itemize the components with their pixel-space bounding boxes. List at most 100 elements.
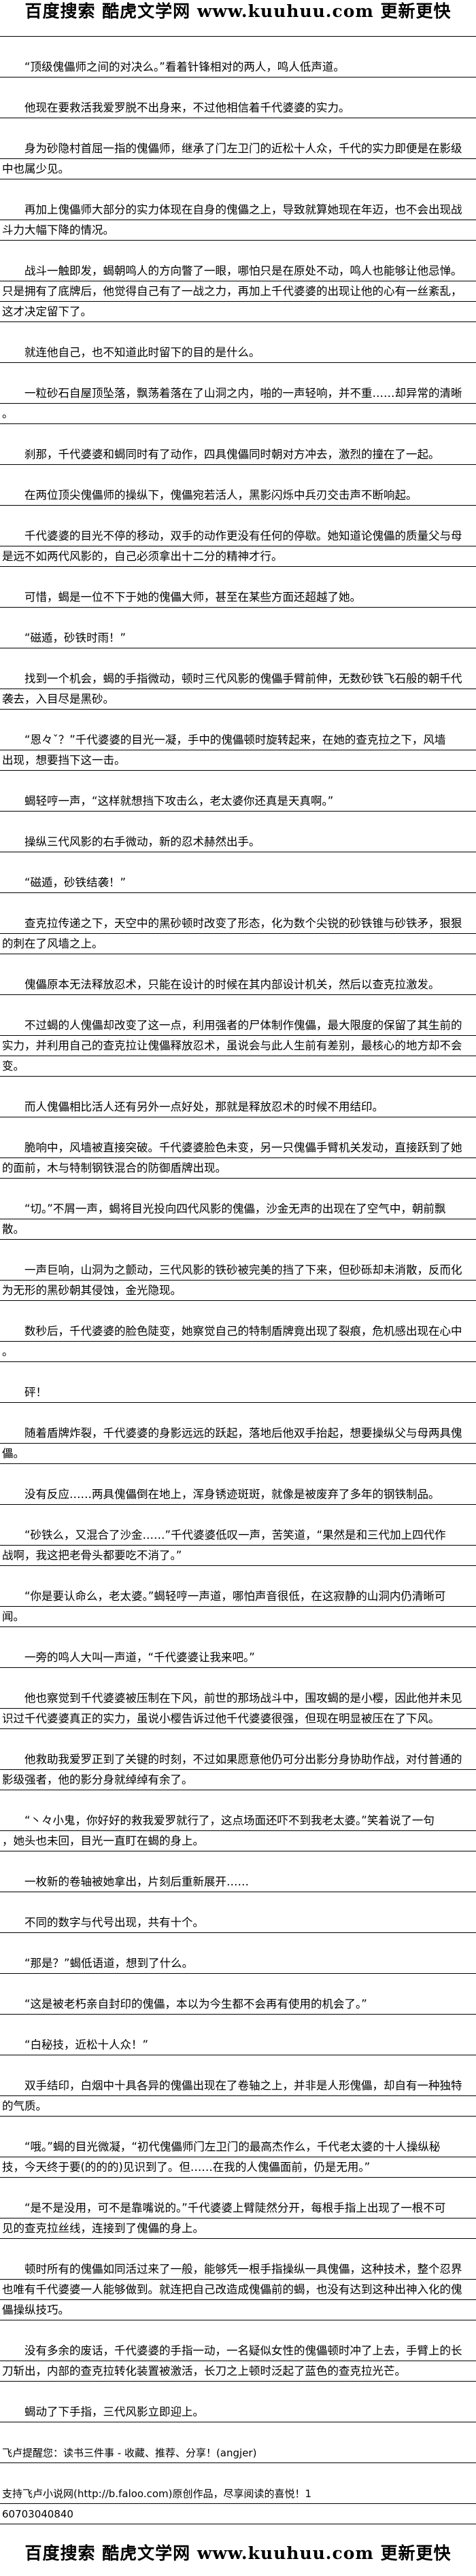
site-banner-top: 百度搜索 酷虎文学网 www.kuuhuu.com 更新更快	[0, 0, 476, 37]
text-line: “丶々小鬼，你好好的救我爱罗就行了，这点场面还吓不到我老太婆。”笑着说了一句	[0, 1811, 476, 1831]
paragraph: 一旁的鸣人大叫一声道，“千代婆婆让我来吧。”	[0, 1648, 476, 1668]
paragraph: 操纵三代风影的右手微动，新的忍术赫然出手。	[0, 832, 476, 852]
text-line: 袭去，入目尽是黑砂。	[0, 689, 476, 710]
text-line: 的面前，木与特制钢铁混合的防御盾牌出现。	[0, 1158, 476, 1179]
text-line: 找到一个机会，蝎的手指微动，顿时三代风影的傀儡手臂前伸，无数砂铁飞石般的朝千代	[0, 669, 476, 689]
text-line: 他也察觉到千代婆婆被压制在下风，前世的那场战斗中，围攻蝎的是小樱，因此他并未见	[0, 1688, 476, 1709]
text-line: 身为砂隐村首屈一指的傀儡师，继承了门左卫门的近松十人众，千代的实力即便是在影级	[0, 139, 476, 159]
text-line: 一旁的鸣人大叫一声道，“千代婆婆让我来吧。”	[0, 1648, 476, 1668]
text-line: 60703040840	[0, 2504, 476, 2524]
text-line: 为无形的黑砂朝其侵蚀，金光隐现。	[0, 1281, 476, 1301]
paragraph: “磁遁，砂铁结袭！”	[0, 873, 476, 893]
paragraph: 砰！	[0, 1382, 476, 1403]
text-line: 在两位顶尖傀儡师的操纵下，傀儡宛若活人，黑影闪烁中兵刃交击声不断响起。	[0, 485, 476, 506]
text-line: 刀斩出，内部的查克拉转化装置被激活，长刀之上顿时泛起了蓝色的查克拉光芒。	[0, 2361, 476, 2382]
text-line: 没有多余的废话，千代婆婆的手指一动，一名疑似女性的傀儡顿时冲了上去，手臂上的长	[0, 2341, 476, 2361]
text-line: 战啊，我这把老骨头都要吃不消了。”	[0, 1546, 476, 1566]
paragraph: “是不是没用，可不是靠嘴说的。”千代婆婆上臂陡然分开，每根手指上出现了一根不可见…	[0, 2198, 476, 2239]
paragraph: 一声巨响，山洞为之颤动，三代风影的铁砂被完美的挡了下来，但砂砾却未消散，反而化为…	[0, 1260, 476, 1301]
text-line: 没有反应……两具傀儡倒在地上，浑身锈迹斑斑，就像是被废弃了多年的钢铁制品。	[0, 1484, 476, 1505]
paragraph: 再加上傀儡师大部分的实力体现在自身的傀儡之上，导致就算她现在年迈，也不会出现战斗…	[0, 200, 476, 241]
footer-note: 飞卢提醒您：读书三件事 - 收藏、推荐、分享！(angjer)	[0, 2443, 476, 2463]
text-line: 出现，想要挡下这一击。	[0, 750, 476, 771]
text-line: 随着盾牌炸裂，千代婆婆的身影远远的跃起，落地后他双手抬起，想要操纵父与母两具傀	[0, 1423, 476, 1444]
paragraph: 脆响中，风墙被直接突破。千代婆婆脸色未变，另一只傀儡手臂机关发动，直接跃到了她的…	[0, 1138, 476, 1179]
paragraph: “砂铁么，又混合了沙金……”千代婆婆低叹一声，苦笑道，“果然是和三代加上四代作战…	[0, 1525, 476, 1566]
text-line: “你是要认命么，老太婆。”蝎轻哼一声道，哪怕声音很低，在这寂静的山洞内仍清晰可	[0, 1586, 476, 1607]
paragraph: 就连他自己，也不知道此时留下的目的是什么。	[0, 343, 476, 363]
paragraph: 蝎动了下手指，三代风影立即迎上。	[0, 2402, 476, 2422]
footer-notes: 飞卢提醒您：读书三件事 - 收藏、推荐、分享！(angjer)支持飞卢小说网(h…	[0, 2443, 476, 2524]
paragraph: “白秘技，近松十人众！”	[0, 2035, 476, 2055]
paragraph: 一枚新的卷轴被她拿出，片刻后重新展开……	[0, 1872, 476, 1892]
text-line: 。	[0, 404, 476, 424]
text-line: 。	[0, 1342, 476, 1362]
paragraph: 而人傀儡相比活人还有另外一点好处，那就是释放忍术的时候不用结印。	[0, 1097, 476, 1117]
paragraph: 刹那，千代婆婆和蝎同时有了动作，四具傀儡同时朝对方冲去，激烈的撞在了一起。	[0, 445, 476, 465]
text-line: 中也属少见。	[0, 159, 476, 179]
text-line: 散。	[0, 1219, 476, 1240]
paragraph: 没有反应……两具傀儡倒在地上，浑身锈迹斑斑，就像是被废弃了多年的钢铁制品。	[0, 1484, 476, 1505]
paragraph: 在两位顶尖傀儡师的操纵下，傀儡宛若活人，黑影闪烁中兵刃交击声不断响起。	[0, 485, 476, 506]
paragraph: 没有多余的废话，千代婆婆的手指一动，一名疑似女性的傀儡顿时冲了上去，手臂上的长刀…	[0, 2341, 476, 2382]
text-line: 双手结印，白烟中十具各异的傀儡出现在了卷轴之上，并非是人形傀儡，却自有一种独特	[0, 2076, 476, 2096]
text-line: 见的查克拉丝线，连接到了傀儡的身上。	[0, 2218, 476, 2239]
paragraph: “哦。”蝎的目光微凝，“初代傀儡师门左卫门的最高杰作么，千代老太婆的十人操纵秘技…	[0, 2137, 476, 2178]
paragraph: “磁遁，砂铁时雨！”	[0, 628, 476, 648]
text-line: 闻。	[0, 1607, 476, 1627]
text-line: 技，今天终于要(的的的)见识到了。但……在我的人傀儡面前，仍是无用。”	[0, 2157, 476, 2178]
text-line: “白秘技，近松十人众！”	[0, 2035, 476, 2055]
text-line: 查克拉传递之下，天空中的黑砂顿时改变了形态，化为数个尖锐的砂铁锥与砂铁矛，狠狠	[0, 913, 476, 934]
text-line: 飞卢提醒您：读书三件事 - 收藏、推荐、分享！(angjer)	[0, 2443, 476, 2463]
text-line: “哦。”蝎的目光微凝，“初代傀儡师门左卫门的最高杰作么，千代老太婆的十人操纵秘	[0, 2137, 476, 2157]
text-line: 一声巨响，山洞为之颤动，三代风影的铁砂被完美的挡了下来，但砂砾却未消散，反而化	[0, 1260, 476, 1281]
site-banner-text: 百度搜索 酷虎文学网 www.kuuhuu.com 更新更快	[24, 1, 452, 21]
text-line: “磁遁，砂铁时雨！”	[0, 628, 476, 648]
text-line: 战斗一触即发，蝎朝鸣人的方向瞥了一眼，哪怕只是在原处不动，鸣人也能够让他忌惮。	[0, 261, 476, 281]
paragraph: 可惜，蝎是一位不下于她的傀儡大师，甚至在某些方面还超越了她。	[0, 587, 476, 608]
text-line: ，她头也未回，目光一直盯在蝎的身上。	[0, 1831, 476, 1851]
text-line: 可惜，蝎是一位不下于她的傀儡大师，甚至在某些方面还超越了她。	[0, 587, 476, 608]
paragraph: “丶々小鬼，你好好的救我爱罗就行了，这点场面还吓不到我老太婆。”笑着说了一句，她…	[0, 1811, 476, 1851]
text-line: “砂铁么，又混合了沙金……”千代婆婆低叹一声，苦笑道，“果然是和三代加上四代作	[0, 1525, 476, 1546]
text-line: 蝎轻哼一声，“这样就想挡下攻击么，老太婆你还真是天真啊。”	[0, 791, 476, 812]
text-line: 数秒后，千代婆婆的脸色陡变，她察觉自己的特制盾牌竟出现了裂痕，危机感出现在心中	[0, 1321, 476, 1342]
paragraph: “那是？”蝎低语道，想到了什么。	[0, 1953, 476, 1974]
text-line: 一粒砂石自屋顶坠落，飘荡着落在了山洞之内，啪的一声轻响，并不重……却异常的清晰	[0, 383, 476, 404]
paragraph: “顶级傀儡师之间的对决么。”看着针锋相对的两人，鸣人低声道。	[0, 57, 476, 77]
paragraph: “切。”不屑一声，蝎将目光投向四代风影的傀儡，沙金无声的出现在了空气中，朝前飘散…	[0, 1199, 476, 1240]
paragraph: 双手结印，白烟中十具各异的傀儡出现在了卷轴之上，并非是人形傀儡，却自有一种独特的…	[0, 2076, 476, 2117]
paragraph: 他救助我爱罗正到了关键的时刻，不过如果愿意他仍可分出影分身协助作战，对付普通的影…	[0, 1750, 476, 1790]
text-line: 他现在要救活我爱罗脱不出身来，不过他相信着千代婆婆的实力。	[0, 98, 476, 118]
paragraph: 找到一个机会，蝎的手指微动，顿时三代风影的傀儡手臂前伸，无数砂铁飞石般的朝千代袭…	[0, 669, 476, 710]
paragraph: 蝎轻哼一声，“这样就想挡下攻击么，老太婆你还真是天真啊。”	[0, 791, 476, 812]
text-line: 而人傀儡相比活人还有另外一点好处，那就是释放忍术的时候不用结印。	[0, 1097, 476, 1117]
site-banner-bottom: 百度搜索 酷虎文学网 www.kuuhuu.com 更新更快	[0, 2542, 476, 2576]
text-line: “恩々ˇ？”千代婆婆的目光一凝，手中的傀儡顿时旋转起来，在她的查克拉之下，风墙	[0, 730, 476, 750]
text-line: 一枚新的卷轴被她拿出，片刻后重新展开……	[0, 1872, 476, 1892]
paragraph: “这是被老朽亲自封印的傀儡，本以为今生都不会再有使用的机会了。”	[0, 1994, 476, 2015]
paragraph: 不过蝎的人傀儡却改变了这一点，利用强者的尸体制作傀儡，最大限度的保留了其生前的实…	[0, 1015, 476, 1077]
paragraph: 一粒砂石自屋顶坠落，飘荡着落在了山洞之内，啪的一声轻响，并不重……却异常的清晰。	[0, 383, 476, 424]
text-line: 不过蝎的人傀儡却改变了这一点，利用强者的尸体制作傀儡，最大限度的保留了其生前的	[0, 1015, 476, 1036]
paragraph: “你是要认命么，老太婆。”蝎轻哼一声道，哪怕声音很低，在这寂静的山洞内仍清晰可闻…	[0, 1586, 476, 1627]
paragraph: 傀儡原本无法释放忍术，只能在设计的时候在其内部设计机关，然后以查克拉激发。	[0, 975, 476, 995]
text-line: “磁遁，砂铁结袭！”	[0, 873, 476, 893]
paragraph: 千代婆婆的目光不停的移动，双手的动作更没有任何的停歇。她知道论傀儡的质量父与母是…	[0, 526, 476, 567]
paragraph: 数秒后，千代婆婆的脸色陡变，她察觉自己的特制盾牌竟出现了裂痕，危机感出现在心中。	[0, 1321, 476, 1362]
text-line: 儡。	[0, 1444, 476, 1464]
paragraph: 查克拉传递之下，天空中的黑砂顿时改变了形态，化为数个尖锐的砂铁锥与砂铁矛，狠狠的…	[0, 913, 476, 954]
text-line: 这才决定留下了。	[0, 302, 476, 322]
text-line: 刹那，千代婆婆和蝎同时有了动作，四具傀儡同时朝对方冲去，激烈的撞在了一起。	[0, 445, 476, 465]
text-line: 脆响中，风墙被直接突破。千代婆婆脸色未变，另一只傀儡手臂机关发动，直接跃到了她	[0, 1138, 476, 1158]
text-line: 傀儡原本无法释放忍术，只能在设计的时候在其内部设计机关，然后以查克拉激发。	[0, 975, 476, 995]
text-line: “这是被老朽亲自封印的傀儡，本以为今生都不会再有使用的机会了。”	[0, 1994, 476, 2015]
chapter-body: “顶级傀儡师之间的对决么。”看着针锋相对的两人，鸣人低声道。他现在要救活我爱罗脱…	[0, 57, 476, 2422]
paragraph: 他也察觉到千代婆婆被压制在下风，前世的那场战斗中，围攻蝎的是小樱，因此他并未见识…	[0, 1688, 476, 1729]
paragraph: “恩々ˇ？”千代婆婆的目光一凝，手中的傀儡顿时旋转起来，在她的查克拉之下，风墙出…	[0, 730, 476, 771]
text-line: “顶级傀儡师之间的对决么。”看着针锋相对的两人，鸣人低声道。	[0, 57, 476, 77]
text-line: 是远不如两代风影的，自己必须拿出十二分的精神才行。	[0, 546, 476, 567]
text-line: “那是？”蝎低语道，想到了什么。	[0, 1953, 476, 1974]
text-line: 也唯有千代婆婆一人能够做到。就连把自己改造成傀儡前的蝎，也没有达到这种出神入化的…	[0, 2280, 476, 2300]
text-line: 蝎动了下手指，三代风影立即迎上。	[0, 2402, 476, 2422]
